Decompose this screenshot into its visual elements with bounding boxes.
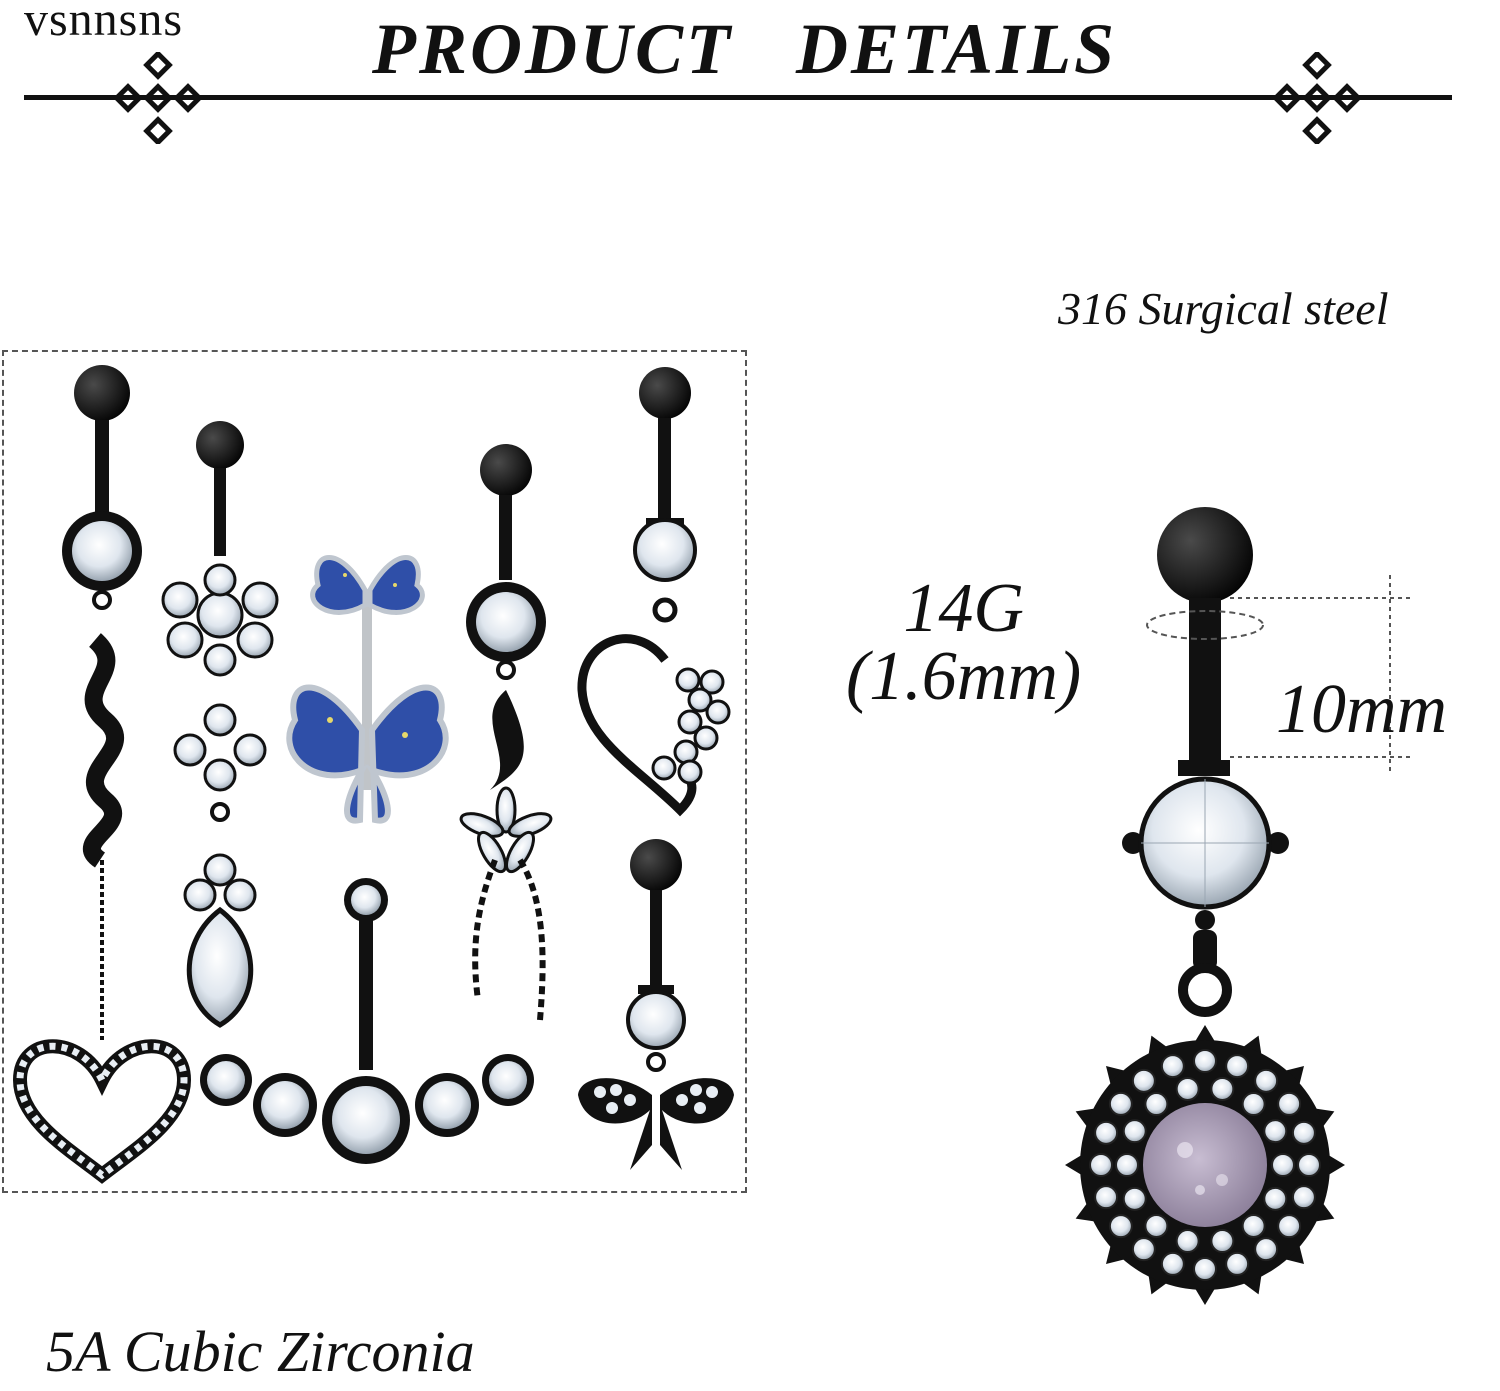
crystal-stone	[1144, 1092, 1169, 1117]
crystal-stone	[1160, 1054, 1185, 1079]
crystal-stone	[1291, 1185, 1316, 1210]
ring-flower-teardrop	[161, 421, 279, 1028]
crystal-stone	[1254, 1237, 1279, 1262]
stone-label: 5A Cubic Zirconia	[46, 1319, 475, 1384]
crystal-stone	[1115, 1153, 1139, 1177]
crystal-stone	[1175, 1076, 1200, 1101]
crystal-stone	[1271, 1153, 1295, 1177]
gauge-mm: (1.6mm)	[846, 638, 1082, 715]
crystal-stone	[1263, 1186, 1288, 1211]
featured-sun-ring	[1065, 507, 1345, 1305]
crystal-stone	[1297, 1153, 1321, 1177]
ring-blue-butterfly	[286, 555, 449, 824]
crystal-stone	[1144, 1213, 1169, 1238]
crystal-stone	[1094, 1185, 1119, 1210]
product-set-panel	[2, 350, 747, 1193]
ornament-icon-left	[113, 52, 203, 144]
crystal-stone	[1241, 1092, 1266, 1117]
gauge-value: 14G	[903, 570, 1024, 647]
crystal-stone	[1210, 1229, 1235, 1254]
crystal-stone	[1122, 1119, 1147, 1144]
ring-star-chains	[459, 444, 553, 1021]
crystal-stone	[1108, 1214, 1133, 1239]
dimension-lines	[1146, 575, 1410, 775]
ring-gem-butterfly	[578, 839, 734, 1170]
ring-curved-bezels	[200, 878, 534, 1164]
ring-spiral-heart	[12, 365, 192, 1184]
ring-open-heart	[577, 367, 731, 817]
bar-length-label: 10mm	[1276, 671, 1448, 748]
crystal-stone	[1277, 1091, 1302, 1116]
crystal-stone	[1160, 1251, 1185, 1276]
brand-name: vsnnsns	[24, 0, 184, 46]
crystal-stone	[1254, 1068, 1279, 1093]
crystal-stone	[1108, 1091, 1133, 1116]
crystal-stone	[1089, 1153, 1113, 1177]
crystal-stone	[1094, 1120, 1119, 1145]
crystal-stone	[1193, 1257, 1217, 1281]
crystal-stone	[1225, 1251, 1250, 1276]
gauge-label: 14G (1.6mm)	[846, 570, 1082, 715]
crystal-stone	[1263, 1119, 1288, 1144]
crystal-stone	[1241, 1213, 1266, 1238]
material-label: 316 Surgical steel	[1058, 283, 1389, 334]
crystal-stone	[1175, 1229, 1200, 1254]
crystal-stone	[1291, 1120, 1316, 1145]
crystal-stone	[1131, 1068, 1156, 1093]
crystal-stone	[1193, 1049, 1217, 1073]
crystal-stone	[1210, 1076, 1235, 1101]
page-title: PRODUCT DETAILS	[372, 9, 1118, 89]
crystal-stone	[1277, 1214, 1302, 1239]
crystal-stone	[1122, 1186, 1147, 1211]
crystal-stone	[1131, 1237, 1156, 1262]
header-divider	[24, 95, 1452, 100]
crystal-stone	[1225, 1054, 1250, 1079]
ornament-icon-right	[1272, 52, 1362, 144]
